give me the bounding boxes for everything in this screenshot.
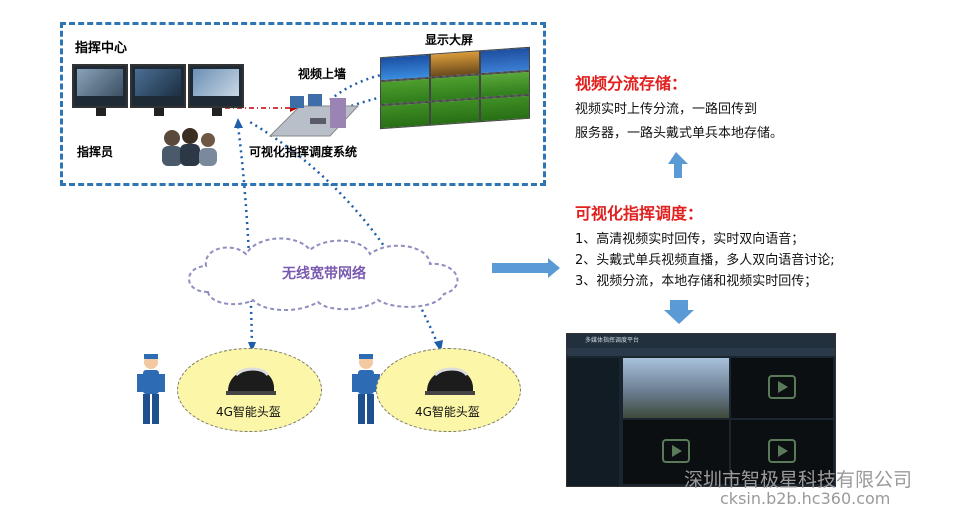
smart-helmet-icon [425,367,475,395]
dispatch-line: 3、视频分流，本地存储和视频实时回传； [575,274,818,289]
play-icon [768,375,796,399]
video-wall-label: 视频上墙 [298,67,347,81]
helmet-oval: 4G智能头盔 [376,348,521,432]
network-cloud [188,237,459,312]
video-tile [731,358,833,418]
play-icon [768,439,796,463]
platform-title: 多媒体指挥调度平台 [567,334,835,348]
dispatch-line: 2、头戴式单兵视频直播，多人双向语音讨论; [575,253,835,268]
helmet-label: 4G智能头盔 [415,405,480,419]
dispatch-heading: 可视化指挥调度： [575,204,704,223]
storage-line: 服务器，一路头戴式单兵本地存储。 [575,126,784,141]
monitor [188,64,244,116]
storage-line: 视频实时上传分流，一路回传到 [575,102,758,117]
arrow-down-icon [664,300,694,324]
storage-heading: 视频分流存储： [575,74,688,93]
arrow-right-icon [492,258,560,278]
monitor [130,64,186,116]
platform-sidebar [567,358,619,486]
play-icon [662,439,690,463]
video-feed [623,358,729,418]
helmet-label: 4G智能头盔 [216,405,281,419]
worker-icon [137,354,165,424]
watermark-url: cksin.b2b.hc360.com [720,489,891,508]
watermark-company: 深圳市智极星科技有限公司 [684,469,913,491]
arrow-up-icon [668,152,688,178]
display-wall-label: 显示大屏 [425,33,474,47]
dispatch-system-icon [268,94,360,137]
command-center-box: 指挥中心 显示大屏 视频上墙 指挥员 可视化指挥调度系统 [60,22,546,186]
dispatch-line: 1、高清视频实时回传，实时双向语音； [575,232,805,247]
video-tile [623,420,729,484]
platform-screenshot: 多媒体指挥调度平台 [566,333,836,487]
display-wall [380,46,530,130]
operator-people-icon [162,128,217,166]
worker-icon [352,354,380,424]
monitor [72,64,128,116]
helmet-oval: 4G智能头盔 [177,348,322,432]
video-tile [731,420,833,484]
command-center-title: 指挥中心 [75,41,128,56]
operator-label: 指挥员 [77,145,114,159]
system-label: 可视化指挥调度系统 [249,145,358,159]
network-label: 无线宽带网络 [282,266,366,282]
smart-helmet-icon [226,367,276,395]
